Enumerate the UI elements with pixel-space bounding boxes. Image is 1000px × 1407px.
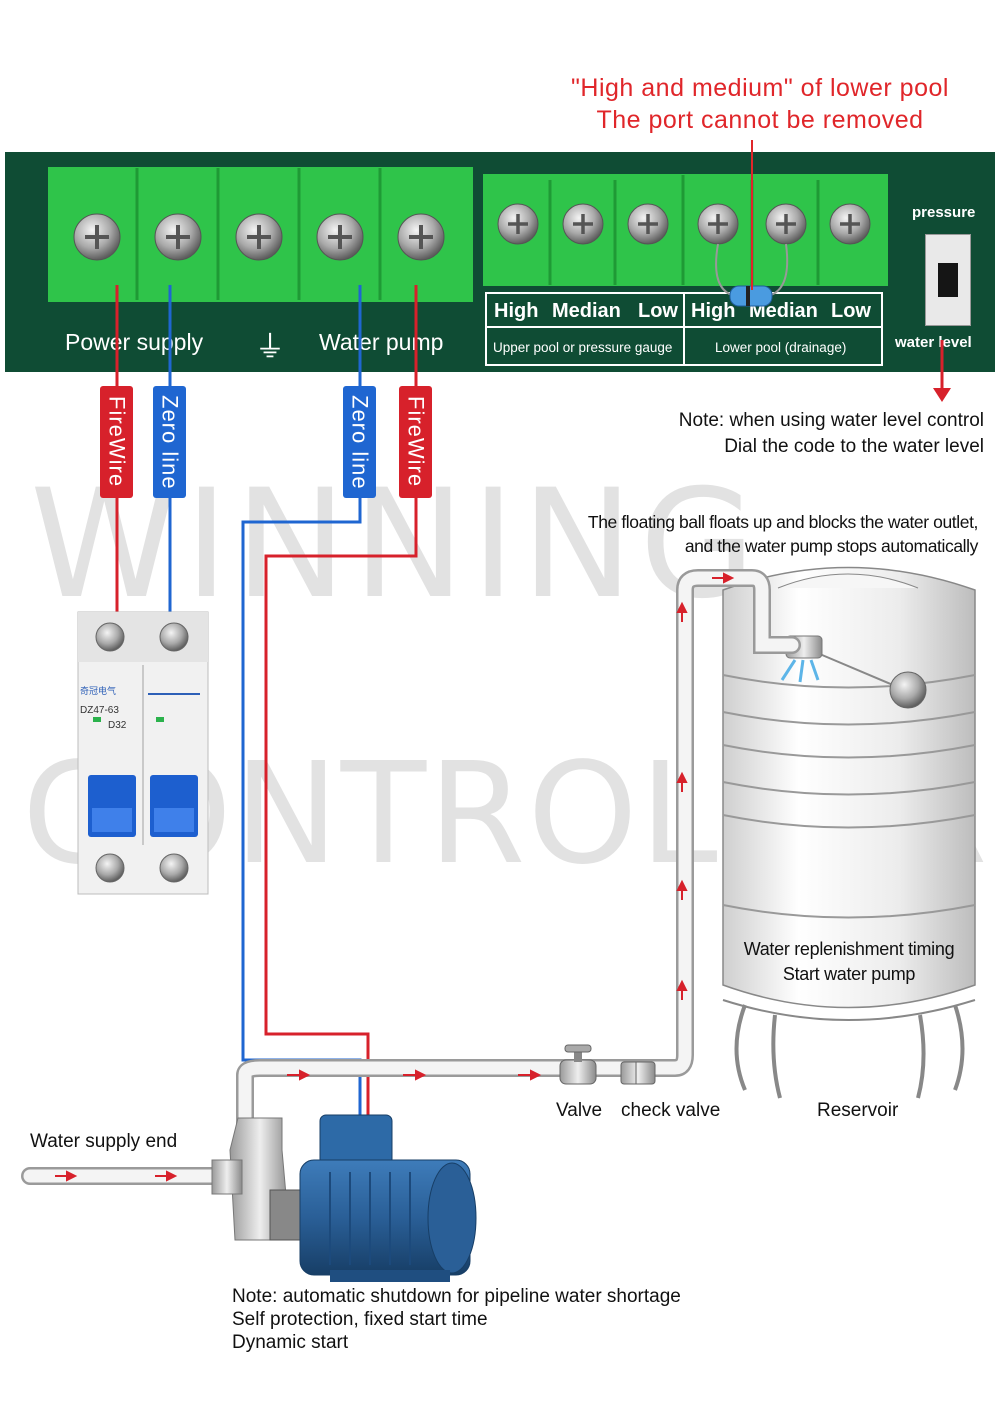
jumper-resistor [715, 243, 789, 307]
float-note: The floating ball floats up and blocks t… [588, 510, 978, 558]
check-valve-label: check valve [621, 1100, 721, 1121]
firewire-right-tag: FireWire [399, 386, 432, 498]
breaker-brand: 奇冠电气 [80, 687, 117, 697]
circuit-breaker [77, 611, 209, 895]
valve [559, 1044, 597, 1085]
top-note: "High and medium" of lower pool The port… [520, 72, 1000, 136]
top-note-line-1: "High and medium" of lower pool [571, 74, 949, 102]
power-supply-label: Power supply [65, 329, 204, 355]
pump-screw-1 [316, 213, 364, 261]
watermark-line-1: WINNING [30, 458, 762, 632]
float-note-line-1: The floating ball floats up and blocks t… [587, 512, 978, 532]
upper-high-screw [497, 203, 539, 245]
zero-line-right-tag: Zero line [343, 386, 376, 498]
reservoir-label: Reservoir [817, 1100, 899, 1121]
pump-note-line-1: Note: automatic shutdown for pipeline wa… [232, 1286, 681, 1307]
upper-low-label: Low [638, 300, 678, 322]
upper-median-screw [562, 203, 604, 245]
dial-note: Note: when using water level control Dia… [679, 408, 984, 460]
pump-note-line-3: Dynamic start [232, 1332, 349, 1353]
breaker-front-panel: 奇冠电气 DZ47-63 D32 [80, 684, 146, 731]
power-screw-2 [154, 213, 202, 261]
check-valve [620, 1061, 656, 1085]
zero-right-wire-to-pump [241, 495, 362, 1120]
upper-median-label: Median [552, 300, 621, 322]
reservoir-tank [722, 566, 976, 1099]
breaker-rating: D32 [108, 720, 127, 731]
zero-line-left-tag: Zero line [153, 386, 186, 498]
tank-note-line-1: Water replenishment timing [743, 939, 955, 959]
lower-high-screw [697, 203, 739, 245]
valve-label: Valve [556, 1100, 603, 1121]
ground-symbol: ⏚ [255, 331, 285, 364]
lower-low-label: Low [831, 300, 871, 322]
breaker-model: DZ47-63 [80, 705, 119, 716]
lower-caption: Lower pool (drainage) [715, 340, 847, 355]
flow-arrows [55, 572, 735, 1182]
firewire-right-wire-to-pump [264, 495, 418, 1120]
pump-note: Note: automatic shutdown for pipeline wa… [232, 1285, 681, 1354]
switch-arrow [933, 340, 951, 402]
top-note-line-2: The port cannot be removed [596, 106, 924, 134]
upper-low-screw [627, 203, 669, 245]
switch-water-level-label: water level [895, 334, 972, 351]
firewire-left-tag: FireWire [100, 386, 133, 498]
power-screw-1 [73, 213, 121, 261]
lower-high-label: High [691, 300, 736, 322]
pump-note-line-2: Self protection, fixed start time [232, 1309, 488, 1330]
lower-median-screw [765, 203, 807, 245]
level-label-divider-v [683, 292, 685, 366]
dial-note-line-1: Note: when using water level control [678, 410, 984, 431]
water-pump-label: Water pump [319, 329, 444, 355]
upper-high-label: High [494, 300, 539, 322]
switch-pressure-label: pressure [912, 204, 976, 221]
tank-note: Water replenishment timing Start water p… [724, 937, 974, 987]
water-supply-label: Water supply end [30, 1131, 178, 1152]
tank-note-line-2: Start water pump [782, 964, 916, 984]
lower-low-screw [829, 203, 871, 245]
dial-note-line-2: Dial the code to the water level [724, 436, 984, 457]
upper-caption: Upper pool or pressure gauge [493, 340, 673, 355]
pump-screw-2 [397, 213, 445, 261]
water-pump [211, 1114, 477, 1282]
float-note-line-2: and the water pump stops automatically [684, 536, 979, 556]
ground-screw [235, 213, 283, 261]
dip-switch-slider [938, 263, 958, 297]
mode-dip-switch[interactable] [925, 234, 971, 326]
